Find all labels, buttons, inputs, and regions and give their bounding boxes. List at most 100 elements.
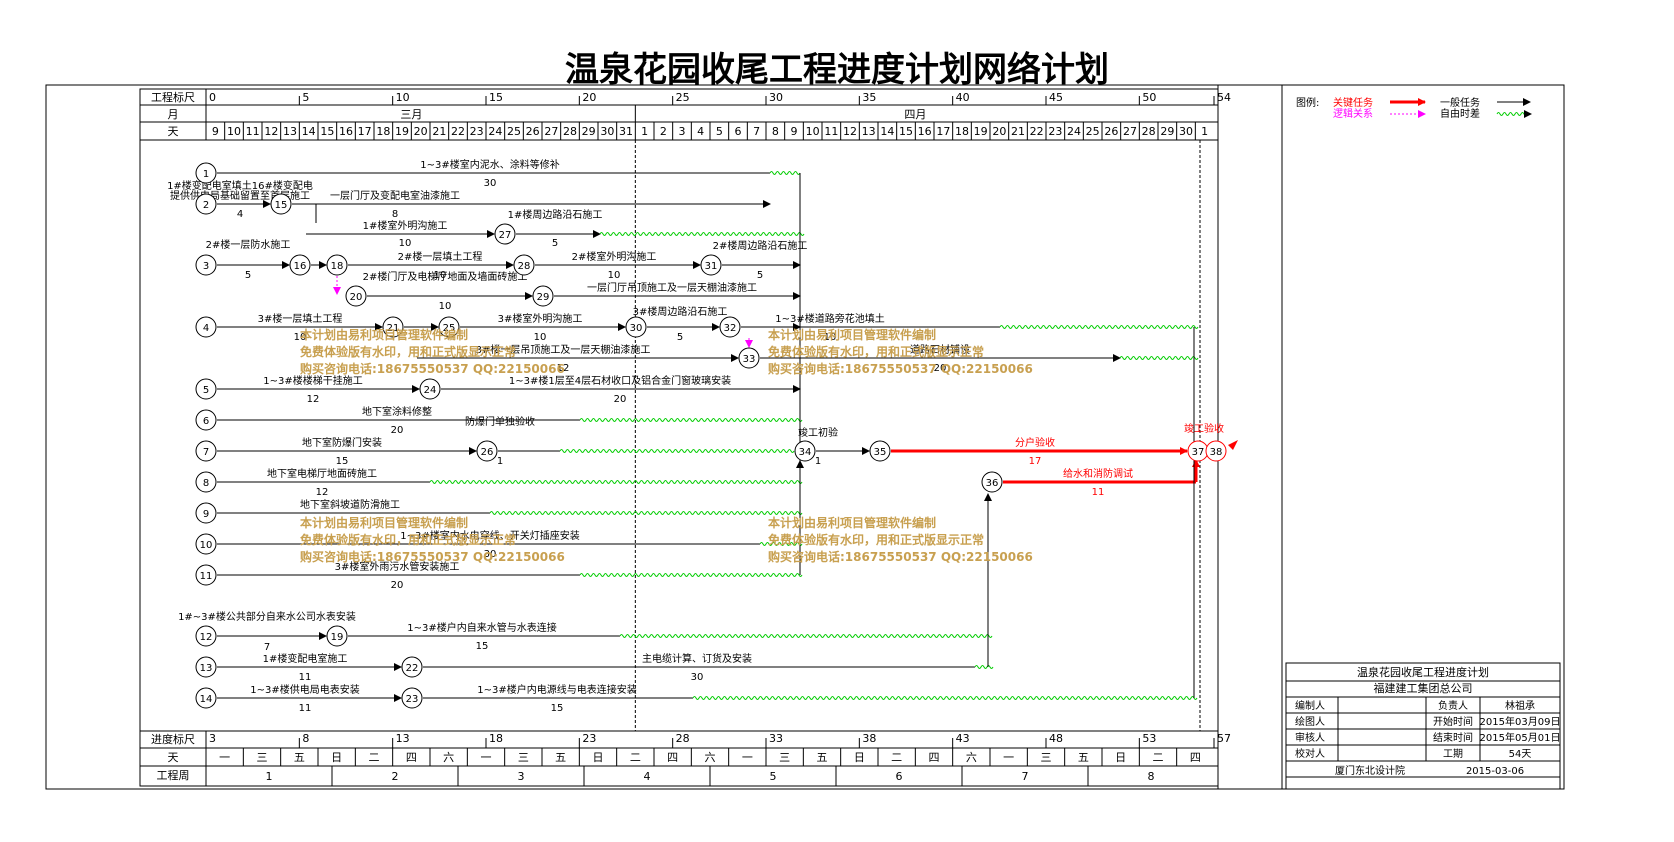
weekday-label: 四	[929, 751, 940, 764]
day-label: 23	[470, 125, 484, 138]
title-block-label: 编制人	[1295, 699, 1325, 712]
header-row-label: 天	[168, 125, 179, 138]
title-block-box	[1285, 662, 1561, 790]
weekday-label: 五	[817, 751, 828, 764]
node-number: 21	[387, 323, 400, 334]
day-label: 21	[432, 125, 446, 138]
free-float	[1119, 356, 1199, 360]
ruler-tick-label: 15	[489, 91, 503, 104]
watermark-text: 购买咨询电话:18675550537 QQ:22150066	[768, 549, 1033, 564]
watermark-text: 本计划由易利项目管理软件编制	[300, 327, 468, 342]
task-duration: 7	[264, 642, 270, 653]
node-number: 26	[481, 447, 494, 458]
header-row-label: 月	[168, 108, 179, 121]
header-box	[139, 88, 1219, 141]
free-float	[579, 573, 803, 577]
task-duration: 10	[294, 332, 307, 343]
day-label: 2	[660, 125, 667, 138]
weekday-label: 四	[1190, 751, 1201, 764]
node-number: 37	[1192, 447, 1205, 458]
title-block-value: 54天	[1509, 749, 1532, 760]
day-label: 21	[1011, 125, 1025, 138]
watermark-text: 免费体验版有水印，用和正式版显示正常	[300, 532, 516, 547]
network-node	[532, 285, 554, 307]
day-label: 15	[899, 125, 913, 138]
network-node	[289, 254, 311, 276]
network-node	[494, 223, 516, 245]
weekday-label: 日	[593, 751, 604, 764]
title-block-label: 绘图人	[1295, 715, 1325, 728]
legend-general-label: 一般任务	[1440, 96, 1480, 109]
node-number: 25	[443, 323, 456, 334]
watermark-text: 本计划由易利项目管理软件编制	[768, 515, 936, 530]
node-number: 9	[203, 509, 209, 520]
task-duration: 30	[484, 549, 497, 560]
month-label: 四月	[904, 108, 926, 121]
task-duration: 30	[691, 672, 704, 683]
ruler-tick-label: 40	[956, 91, 970, 104]
node-number: 4	[203, 323, 209, 334]
task-duration: 15	[476, 641, 489, 652]
page-title: 温泉花园收尾工程进度计划网络计划	[565, 50, 1109, 90]
day-label: 28	[563, 125, 577, 138]
day-label: 12	[843, 125, 857, 138]
day-label: 17	[358, 125, 372, 138]
network-node	[195, 656, 217, 678]
node-number: 11	[200, 571, 213, 582]
network-node	[401, 656, 423, 678]
task-name: 分户验收	[1015, 436, 1055, 449]
task-name: 1~3#楼1层至4层石材收口及铝合金门窗玻璃安装	[509, 374, 731, 387]
task-name: 防爆门单独验收	[465, 415, 535, 428]
network-node	[1205, 440, 1227, 462]
task-name: 2#楼一层防水施工	[206, 238, 291, 251]
day-label: 31	[619, 125, 633, 138]
watermark-text: 免费体验版有水印，用和正式版显示正常	[768, 344, 984, 359]
task-name: 2#楼室外明沟施工	[572, 250, 657, 263]
task-name: 地下室防爆门安装	[302, 436, 382, 449]
weekday-label: 二	[891, 751, 902, 764]
footer-row-label: 进度标尺	[151, 732, 195, 746]
network-node	[195, 162, 217, 184]
week-label: 3	[518, 770, 525, 783]
task-duration: 15	[551, 703, 564, 714]
day-label: 22	[451, 125, 465, 138]
node-number: 28	[518, 261, 531, 272]
task-duration: 11	[299, 703, 312, 714]
node-number: 23	[406, 694, 419, 705]
task-duration: 20	[391, 580, 404, 591]
day-label: 17	[936, 125, 950, 138]
legend-float-label: 自由时差	[1440, 107, 1480, 120]
ruler-tick-label: 35	[862, 91, 876, 104]
day-label: 24	[488, 125, 502, 138]
legend-float-swatch	[1496, 112, 1528, 116]
free-float	[759, 542, 803, 546]
network-node	[195, 687, 217, 709]
weekday-label: 三	[257, 751, 268, 764]
node-number: 16	[294, 261, 307, 272]
node-number: 10	[200, 540, 213, 551]
title-block-label: 校对人	[1295, 747, 1325, 760]
node-number: 8	[203, 478, 209, 489]
task-name: 3#楼室外明沟施工	[498, 312, 583, 325]
task-duration: 10	[608, 270, 621, 281]
task-name: 2#楼周边路沿石施工	[713, 239, 808, 252]
day-label: 25	[1086, 125, 1100, 138]
network-node	[345, 285, 367, 307]
task-duration: 20	[934, 363, 947, 374]
footer-row-label: 工程周	[157, 769, 190, 782]
task-duration: 1	[815, 456, 821, 467]
network-node	[195, 533, 217, 555]
title-block-value: 2015年03月09日	[1480, 715, 1561, 728]
free-float	[489, 511, 803, 515]
weekday-label: 六	[966, 751, 977, 764]
weekday-label: 二	[630, 751, 641, 764]
watermark-text: 购买咨询电话:18675550537 QQ:22150066	[300, 549, 565, 564]
title-block-value: 林祖承	[1505, 699, 1535, 712]
progress-tick-label: 3	[209, 732, 216, 745]
task-name: 一层门厅及变配电室油漆施工	[330, 189, 460, 202]
weekday-label: 六	[705, 751, 716, 764]
network-node	[195, 316, 217, 338]
ruler-tick-label: 10	[396, 91, 410, 104]
task-duration: 8	[392, 209, 398, 220]
node-number: 24	[424, 385, 437, 396]
